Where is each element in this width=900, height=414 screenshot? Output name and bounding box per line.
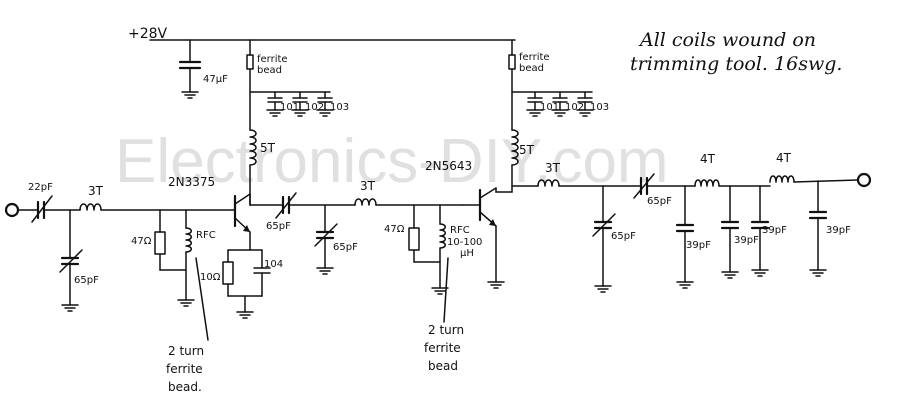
shunt-cap-39-b: 39pF	[720, 185, 759, 279]
svg-text:65pF: 65pF	[611, 231, 636, 242]
svg-text:39pF: 39pF	[762, 225, 787, 236]
svg-text:2N5643: 2N5643	[425, 159, 472, 173]
input-shunt-trimmer: 65pF	[59, 209, 99, 312]
decoupling-caps-right: 101 102 103	[511, 91, 609, 117]
svg-text:65pF: 65pF	[647, 196, 672, 207]
rfc-stage2: RFC 10-100 µH	[431, 204, 482, 295]
svg-text:2N3375: 2N3375	[168, 175, 215, 189]
interstage-shunt-trimmer: 65pF	[314, 204, 358, 275]
svg-text:101: 101	[540, 102, 559, 113]
coil-4t-b: 4T	[769, 151, 795, 183]
svg-text:ferrite: ferrite	[519, 52, 550, 63]
decoupling-caps-left: 101 102 103	[249, 91, 349, 117]
svg-text:ferrite: ferrite	[166, 362, 203, 376]
emitter-network-stage1: 10Ω 104	[200, 231, 283, 319]
coil-3t-input: 3T	[79, 184, 104, 211]
svg-text:10-100: 10-100	[447, 237, 482, 248]
input-trimmer-22pf: 22pF	[28, 182, 53, 223]
svg-text:µH: µH	[460, 248, 474, 259]
coil-note-line2: trimming tool. 16swg.	[630, 53, 842, 75]
svg-text:RFC: RFC	[450, 225, 470, 236]
coil-3t-interstage: 3T	[354, 179, 377, 206]
output-shunt-trimmer: 65pF	[592, 185, 636, 293]
svg-text:65pF: 65pF	[333, 242, 358, 253]
svg-text:bead: bead	[257, 65, 282, 76]
svg-text:bead: bead	[519, 63, 544, 74]
svg-text:22pF: 22pF	[28, 182, 53, 193]
svg-text:bead: bead	[428, 359, 458, 373]
shunt-cap-39-a: 39pF	[675, 185, 711, 289]
choke-5t-right: 5T	[495, 129, 535, 193]
watermark: Electronics-DIY.com	[115, 127, 669, 196]
ferrite-bead-left: ferrite bead	[246, 39, 288, 131]
svg-text:104: 104	[264, 259, 283, 270]
svg-text:102: 102	[305, 102, 324, 113]
supply-label: +28V	[128, 26, 168, 42]
svg-text:103: 103	[330, 102, 349, 113]
svg-text:3T: 3T	[545, 161, 561, 175]
coil-3t-output: 3T	[537, 161, 561, 187]
svg-text:101: 101	[280, 102, 299, 113]
svg-text:102: 102	[565, 102, 584, 113]
svg-text:2 turn: 2 turn	[168, 344, 204, 358]
interstage-series-trimmer: 65pF	[266, 192, 297, 232]
svg-text:3T: 3T	[360, 179, 376, 193]
ferrite-bead-note-stage1: 2 turn ferrite bead.	[166, 257, 209, 394]
svg-text:47Ω: 47Ω	[384, 224, 405, 235]
rfc-stage1: RFC	[177, 209, 216, 307]
svg-text:3T: 3T	[88, 184, 104, 198]
svg-text:47µF: 47µF	[203, 74, 228, 85]
svg-text:103: 103	[590, 102, 609, 113]
coil-4t-a: 4T	[694, 152, 720, 187]
coil-note-line1: All coils wound on	[638, 29, 816, 51]
ferrite-bead-right: ferrite bead	[508, 39, 550, 131]
shunt-cap-39-d: 39pF	[808, 180, 851, 277]
base-resistor-47-stage2: 47Ω	[384, 204, 441, 263]
svg-text:39pF: 39pF	[826, 225, 851, 236]
svg-text:4T: 4T	[700, 152, 716, 166]
svg-text:39pF: 39pF	[686, 240, 711, 251]
svg-text:10Ω: 10Ω	[200, 272, 221, 283]
svg-text:ferrite: ferrite	[424, 341, 461, 355]
input-connector	[4, 202, 39, 218]
svg-text:5T: 5T	[519, 143, 535, 157]
output-connector	[856, 172, 872, 188]
transistor-q2: 2N5643	[425, 159, 505, 289]
svg-text:ferrite: ferrite	[257, 54, 288, 65]
transistor-q1: 2N3375	[168, 175, 251, 233]
bulk-capacitor: 47µF	[178, 39, 228, 99]
svg-text:39pF: 39pF	[734, 235, 759, 246]
svg-text:65pF: 65pF	[74, 275, 99, 286]
svg-text:2 turn: 2 turn	[428, 323, 464, 337]
svg-text:65pF: 65pF	[266, 221, 291, 232]
base-resistor-47-stage1: 47Ω	[131, 209, 187, 271]
svg-text:47Ω: 47Ω	[131, 236, 152, 247]
svg-text:5T: 5T	[260, 141, 276, 155]
svg-text:4T: 4T	[776, 151, 792, 165]
ferrite-bead-note-stage2: 2 turn ferrite bead	[424, 257, 464, 373]
svg-text:bead.: bead.	[168, 380, 202, 394]
svg-text:RFC: RFC	[196, 230, 216, 241]
shunt-cap-39-c: 39pF	[750, 185, 787, 277]
